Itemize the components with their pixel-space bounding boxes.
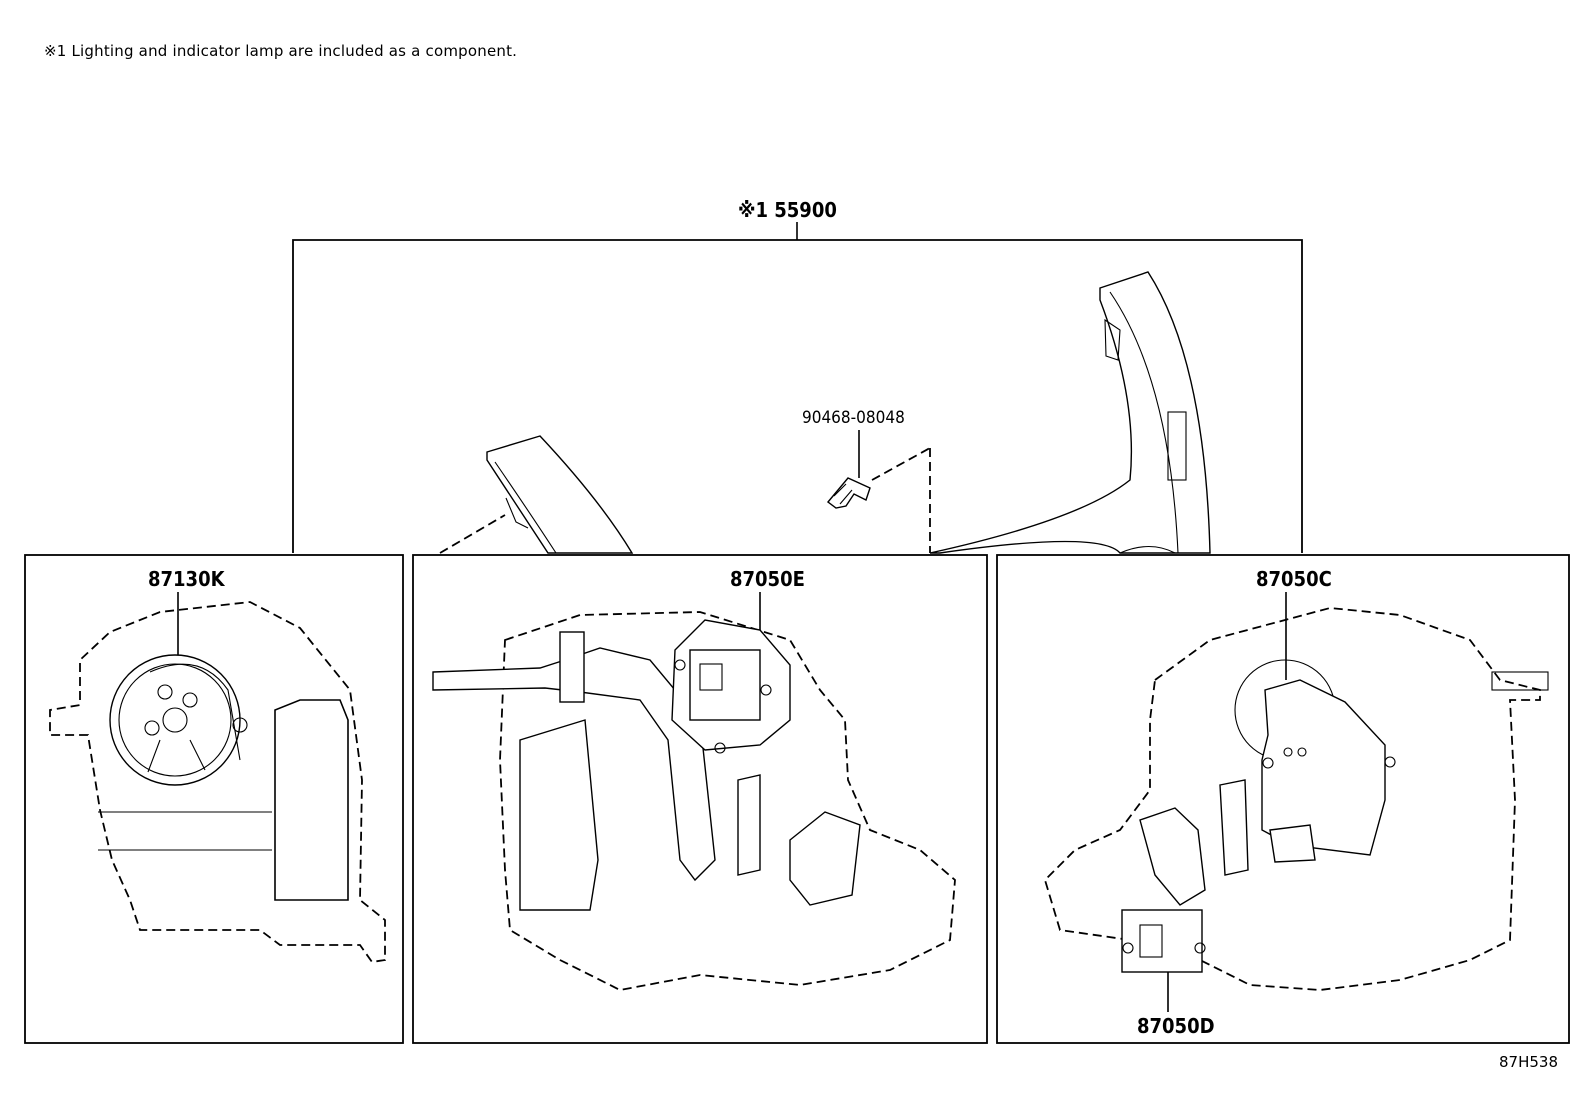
callout-servo-d: 87050D [1137,1014,1215,1038]
servo-e-actuator [689,649,761,721]
clip-guide [871,447,931,481]
hvac-case-outline-mid [499,611,956,991]
servo-c-connector [1269,824,1316,863]
blower-fan-hub [162,707,188,733]
blower-fan-rim [118,663,232,777]
servo-c-linkage-slot [1219,779,1249,876]
panel-piece-left-edge [494,461,557,554]
servo-d-connector [1139,924,1163,958]
servo-c-blower-scroll [1139,807,1206,906]
servo-e-blower-scroll [789,811,861,906]
figure-id: 87H538 [1499,1053,1558,1071]
panel-piece-right-slot [1167,411,1187,481]
blower-mount-hole-2 [182,692,198,708]
servo-c-actuator [1261,679,1386,856]
retaining-clip-detail [833,483,853,505]
panel-piece-left [486,435,634,554]
servo-c-screw-1 [1262,757,1274,769]
servo-e-linkage-slot [737,774,761,876]
hvac-case-outline-right [1043,607,1541,991]
blower-mount-hole-3 [144,720,160,736]
callout-servo-c: 87050C [1256,567,1332,591]
component-note: ※1 Lighting and indicator lamp are inclu… [44,42,518,60]
servo-c-pin-2 [1297,747,1307,757]
case-outlet-right [1491,671,1549,691]
assembly-group: ※1 55900 90468-08048 [292,198,1303,554]
callout-blower-motor: 87130K [148,567,226,591]
callout-servo-e: 87050E [730,567,805,591]
servo-e-side-door [519,719,599,911]
panel-piece-right-inner [1109,291,1179,554]
blower-fan-housing [109,654,241,786]
servo-e-frame [412,554,988,1044]
servo-d-screw-1 [1122,942,1134,954]
servo-e-screw-3 [714,742,726,754]
servo-e-duct-collar [559,631,585,703]
blower-motor-frame [24,554,404,1044]
assembly-frame [292,239,1303,553]
servo-e-group: 87050E [412,554,988,1044]
blower-mount-hole-4 [232,717,248,733]
blower-fan-spokes [147,663,241,773]
callout-clip: 90468-08048 [802,408,905,428]
blower-mount-hole-1 [157,684,173,700]
case-rib-left [98,811,272,851]
servo-c-screw-2 [1384,756,1396,768]
servo-e-screw-2 [760,684,772,696]
servo-c-pin-1 [1283,747,1293,757]
panel-piece-right-tab [1104,318,1121,361]
assembly-guide-left [439,514,506,554]
servo-c-d-frame [996,554,1570,1044]
case-side-panel-left [274,699,349,901]
servo-e-screw-1 [674,659,686,671]
panel-piece-right [929,271,1211,554]
callout-assembly: ※1 55900 [738,198,837,222]
panel-piece-left-tab [505,497,529,529]
servo-e-connector [699,663,723,691]
servo-c-d-group: 87050C 87050D [996,554,1570,1044]
servo-d-screw-2 [1194,942,1206,954]
hvac-case-outline-left [49,601,386,963]
panel-piece-right-arc [1119,545,1176,554]
blower-motor-group: 87130K [24,554,404,1044]
